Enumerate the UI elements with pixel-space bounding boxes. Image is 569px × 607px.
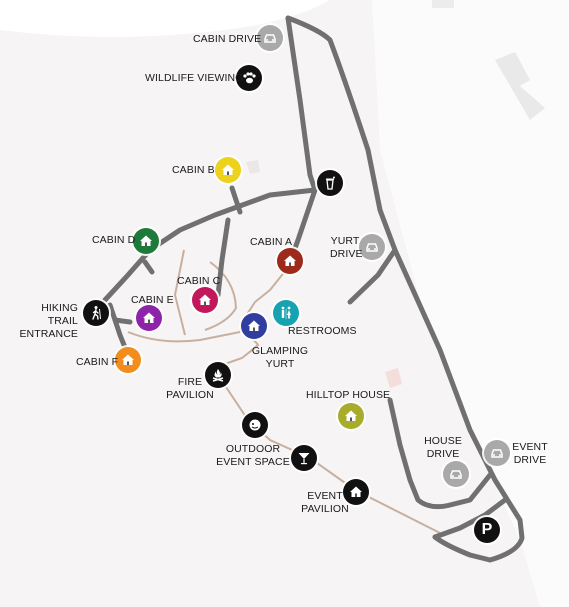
house-icon (345, 410, 357, 421)
parking-marker[interactable]: P (474, 517, 500, 543)
trail-lower (127, 331, 241, 343)
car-icon (491, 449, 503, 458)
label-cabin-c: CABIN C (177, 275, 221, 287)
trash-marker[interactable] (317, 170, 343, 196)
road-cabin-b (229, 185, 243, 215)
label-fire-pavilion: FIRE PAVILION (166, 376, 214, 401)
white-area-top (0, 0, 330, 38)
label-hiking-trail: HIKING TRAIL ENTRANCE (19, 302, 78, 340)
fire-pavilion-marker[interactable] (205, 362, 231, 388)
house-icon (350, 486, 362, 497)
car-icon (450, 470, 462, 479)
walking-trails (127, 249, 441, 534)
cabin-a-marker[interactable] (277, 248, 303, 274)
restroom-icon (281, 306, 291, 319)
campfire-icon (212, 369, 224, 382)
car-icon (366, 243, 378, 252)
label-hilltop-house: HILLTOP HOUSE (306, 389, 391, 401)
cabin-f-marker[interactable] (115, 347, 141, 373)
label-cabin-e: CABIN E (131, 294, 174, 306)
house-icon (284, 255, 296, 266)
road-cabin-branch (102, 187, 318, 303)
cabin-drive-marker[interactable] (257, 25, 283, 51)
road-cabin-e (112, 317, 133, 325)
house-drive-marker[interactable] (443, 461, 469, 487)
label-cabin-a: CABIN A (250, 236, 293, 248)
road-cabin-d (142, 259, 155, 275)
label-outdoor-event-space: OUTDOOR EVENT SPACE (216, 443, 290, 468)
house-icon (143, 312, 155, 323)
hiking-trail-marker[interactable] (83, 300, 109, 326)
house-icon (199, 294, 211, 305)
cocktail-icon (298, 453, 310, 465)
house-icon (122, 354, 134, 365)
label-cabin-drive: CABIN DRIVE (193, 33, 262, 45)
road-yurt-drive (347, 247, 398, 305)
hiker-icon (92, 306, 101, 320)
label-cabin-d: CABIN D (92, 234, 136, 246)
house-icon (140, 235, 152, 246)
road-cabin-f (107, 302, 129, 353)
event-pavilion-marker[interactable] (343, 479, 369, 505)
hilltop-house-marker[interactable] (338, 403, 364, 429)
paw-icon (243, 72, 256, 84)
label-restrooms: RESTROOMS (288, 325, 357, 337)
wildlife-viewing-marker[interactable] (236, 65, 262, 91)
building-hilltop (385, 368, 402, 388)
car-icon (264, 34, 276, 43)
cabin-d-marker[interactable] (133, 228, 159, 254)
glamping-yurt-marker[interactable] (241, 313, 267, 339)
house-icon (248, 320, 260, 331)
label-glamping-yurt: GLAMPING YURT (251, 345, 309, 370)
trail-event (217, 374, 441, 534)
label-cabin-b: CABIN B (172, 164, 215, 176)
road-cabin-drive (285, 15, 318, 265)
cocktail-marker[interactable] (291, 445, 317, 471)
building-cabin-b (246, 160, 260, 174)
outdoor-event-space-marker[interactable] (242, 412, 268, 438)
label-wildlife-viewing: WILDLIFE VIEWING (145, 72, 244, 84)
cabin-c-marker[interactable] (192, 287, 218, 313)
label-event-pavilion: EVENT PAVILION (301, 490, 349, 515)
road-event-drive (432, 497, 508, 540)
cabin-b-marker[interactable] (215, 157, 241, 183)
event-drive-marker[interactable] (484, 440, 510, 466)
white-area-right (372, 0, 569, 607)
building-top (432, 0, 454, 8)
sheep-icon (249, 419, 261, 431)
yurt-drive-marker[interactable] (359, 234, 385, 260)
label-yurt-drive: YURT DRIVE (330, 235, 363, 260)
trash-icon (326, 176, 335, 190)
road-main-loop (285, 15, 525, 563)
label-event-drive: EVENT DRIVE (512, 441, 548, 466)
restrooms-marker[interactable] (273, 300, 299, 326)
cabin-e-marker[interactable] (136, 305, 162, 331)
building-right (495, 52, 545, 120)
road-house-drive (387, 397, 493, 510)
label-house-drive: HOUSE DRIVE (424, 435, 462, 460)
house-icon (222, 164, 234, 175)
label-cabin-f: CABIN F (76, 356, 119, 368)
trail-cabin-d (173, 249, 186, 336)
